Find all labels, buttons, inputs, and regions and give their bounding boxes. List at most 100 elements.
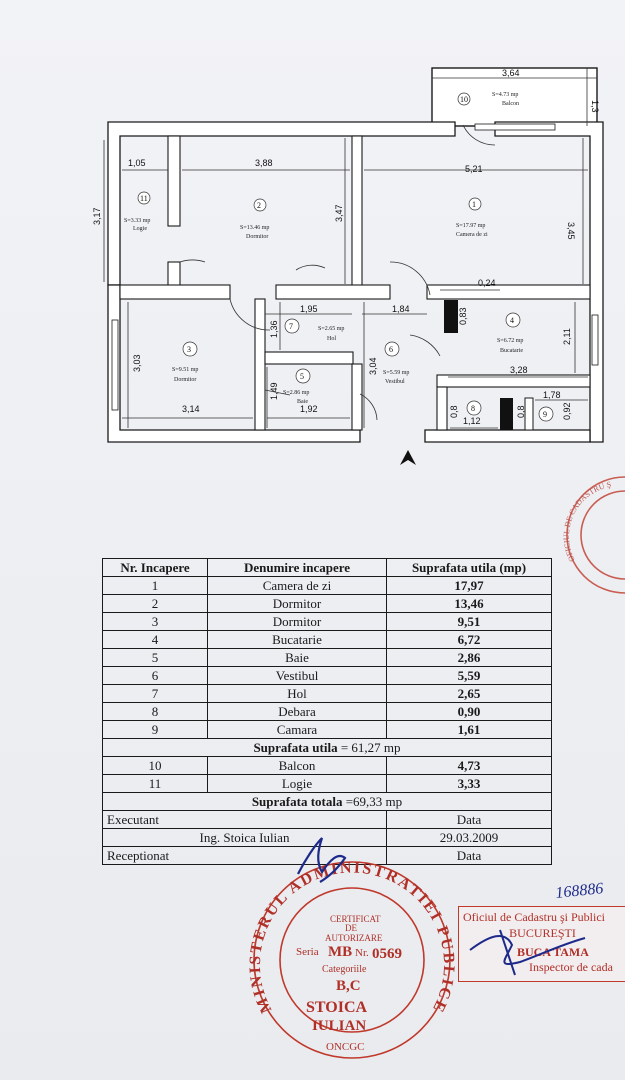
dim-08-left: 0,8 [449, 405, 459, 418]
header-nr: Nr. Incapere [102, 558, 208, 577]
room-number-10: 10 [460, 95, 468, 104]
header-suprafata: Suprafata utila (mp) [386, 558, 552, 577]
room-area-4: S=6.72 mp [497, 338, 523, 344]
data-label-2: Data [386, 846, 552, 865]
room-name-1: Camera de zi [456, 232, 488, 238]
dim-hol-width: 1,95 [300, 304, 318, 314]
dim-bucatarie-height: 2,11 [562, 328, 572, 345]
cell-area: 13,46 [386, 594, 552, 613]
suprafata-totala-value: =69,33 mp [345, 794, 403, 809]
room-name-7: Hol [327, 336, 336, 342]
cell-name: Logie [207, 774, 387, 793]
cell-nr: 6 [102, 666, 208, 685]
cell-area: 4,73 [386, 756, 552, 775]
dim-balcon-height: 1,3 [590, 100, 600, 113]
north-arrow-icon [400, 450, 416, 465]
dim-112: 1,12 [463, 416, 481, 426]
room-name-6: Vestibul [385, 379, 405, 385]
cell-name: Bucatarie [207, 630, 387, 649]
shaft-block [444, 300, 458, 333]
dim-vestibul-height: 3,04 [368, 357, 378, 375]
header-denumire: Denumire incapere [207, 558, 387, 577]
room-name-10: Balcon [502, 101, 519, 107]
cell-nr: 2 [102, 594, 208, 613]
room-name-5: Baie [297, 399, 308, 405]
receptionat-label: Receptionat [102, 846, 387, 865]
cell-name: Baie [207, 648, 387, 667]
area-table: Nr. Incapere Denumire incapere Suprafata… [102, 558, 552, 865]
cell-nr: 5 [102, 648, 208, 667]
dim-dorm3-height: 3,03 [132, 354, 142, 372]
suprafata-utila-row: Suprafata utila = 61,27 mp [102, 738, 552, 757]
room-number-5: 5 [300, 372, 304, 381]
cell-name: Debara [207, 702, 387, 721]
suprafata-totala-row: Suprafata totala =69,33 mp [102, 792, 552, 811]
ocpi-inspector-name: BUCA TAMA [517, 945, 589, 959]
executant-name: Ing. Stoica Iulian [102, 828, 387, 847]
receptionat-row: Receptionat Data [102, 846, 552, 865]
cell-area: 0,90 [386, 702, 552, 721]
suprafata-utila-value: = 61,27 mp [340, 740, 401, 755]
cell-name: Dormitor [207, 612, 387, 631]
ocpi-line-3: Inspector de cada [529, 960, 613, 974]
room-number-1: 1 [472, 200, 476, 209]
room-number-7: 7 [289, 322, 293, 331]
dim-vestibul-width: 1,84 [392, 304, 410, 314]
room-area-1: S=17.97 mp [456, 223, 485, 229]
cell-area: 3,33 [386, 774, 552, 793]
ocpi-line-1: Oficiul de Cadastru şi Publici [463, 910, 605, 924]
room-area-7: S=2.65 mp [318, 326, 344, 332]
room-number-4: 4 [510, 316, 514, 325]
ocpi-line-2: BUCUREŞTI [509, 926, 576, 940]
cell-name: Vestibul [207, 666, 387, 685]
plan-dimensions [103, 68, 597, 429]
dim-logie-width: 1,05 [128, 158, 146, 168]
room-name-4: Bucatarie [500, 348, 523, 354]
room-number-9: 9 [543, 410, 547, 419]
room-area-6: S=5.59 mp [383, 370, 409, 376]
cell-name: Dormitor [207, 594, 387, 613]
room-area-10: S=4.73 mp [492, 92, 518, 98]
cell-area: 5,59 [386, 666, 552, 685]
dim-024: 0,24 [478, 278, 496, 288]
room-number-8: 8 [471, 404, 475, 413]
dim-hol-height: 1,36 [269, 320, 279, 338]
room-area-5: S=2.86 mp [283, 390, 309, 396]
room-area-11: S=3.33 mp [124, 218, 150, 224]
dim-baie-height: 1,49 [269, 382, 279, 400]
cell-nr: 10 [102, 756, 208, 775]
cell-area: 17,97 [386, 576, 552, 595]
cell-nr: 4 [102, 630, 208, 649]
floor-plan: 3,64 1,3 1,05 3,88 5,21 3,17 3,47 3,45 0… [92, 67, 604, 465]
suprafata-utila-label: Suprafata utila [253, 740, 338, 755]
dim-bucatarie-width: 3,28 [510, 365, 528, 375]
dim-dorm3-width: 3,14 [182, 404, 200, 414]
cell-area: 2,86 [386, 648, 552, 667]
plan-dimension-labels: 3,64 1,3 1,05 3,88 5,21 3,17 3,47 3,45 0… [92, 68, 600, 426]
room-number-6: 6 [389, 345, 393, 354]
room-number-2: 2 [257, 201, 261, 210]
executant-row: Executant Data [102, 810, 552, 829]
room-number-3: 3 [187, 345, 191, 354]
cell-name: Camera de zi [207, 576, 387, 595]
room-name-2: Dormitor [246, 234, 268, 240]
executant-name-row: Ing. Stoica Iulian 29.03.2009 [102, 828, 552, 847]
table-header-row: Nr. Incapere Denumire incapere Suprafata… [102, 558, 552, 577]
dim-083: 0,83 [458, 307, 468, 325]
dim-dorm2-width: 3,88 [255, 158, 273, 168]
dim-living-height: 3,45 [566, 222, 576, 240]
dim-178: 1,78 [543, 390, 561, 400]
room-name-11: Logie [133, 226, 147, 232]
cell-area: 2,65 [386, 684, 552, 703]
cell-nr: 9 [102, 720, 208, 739]
executant-date: 29.03.2009 [386, 828, 552, 847]
